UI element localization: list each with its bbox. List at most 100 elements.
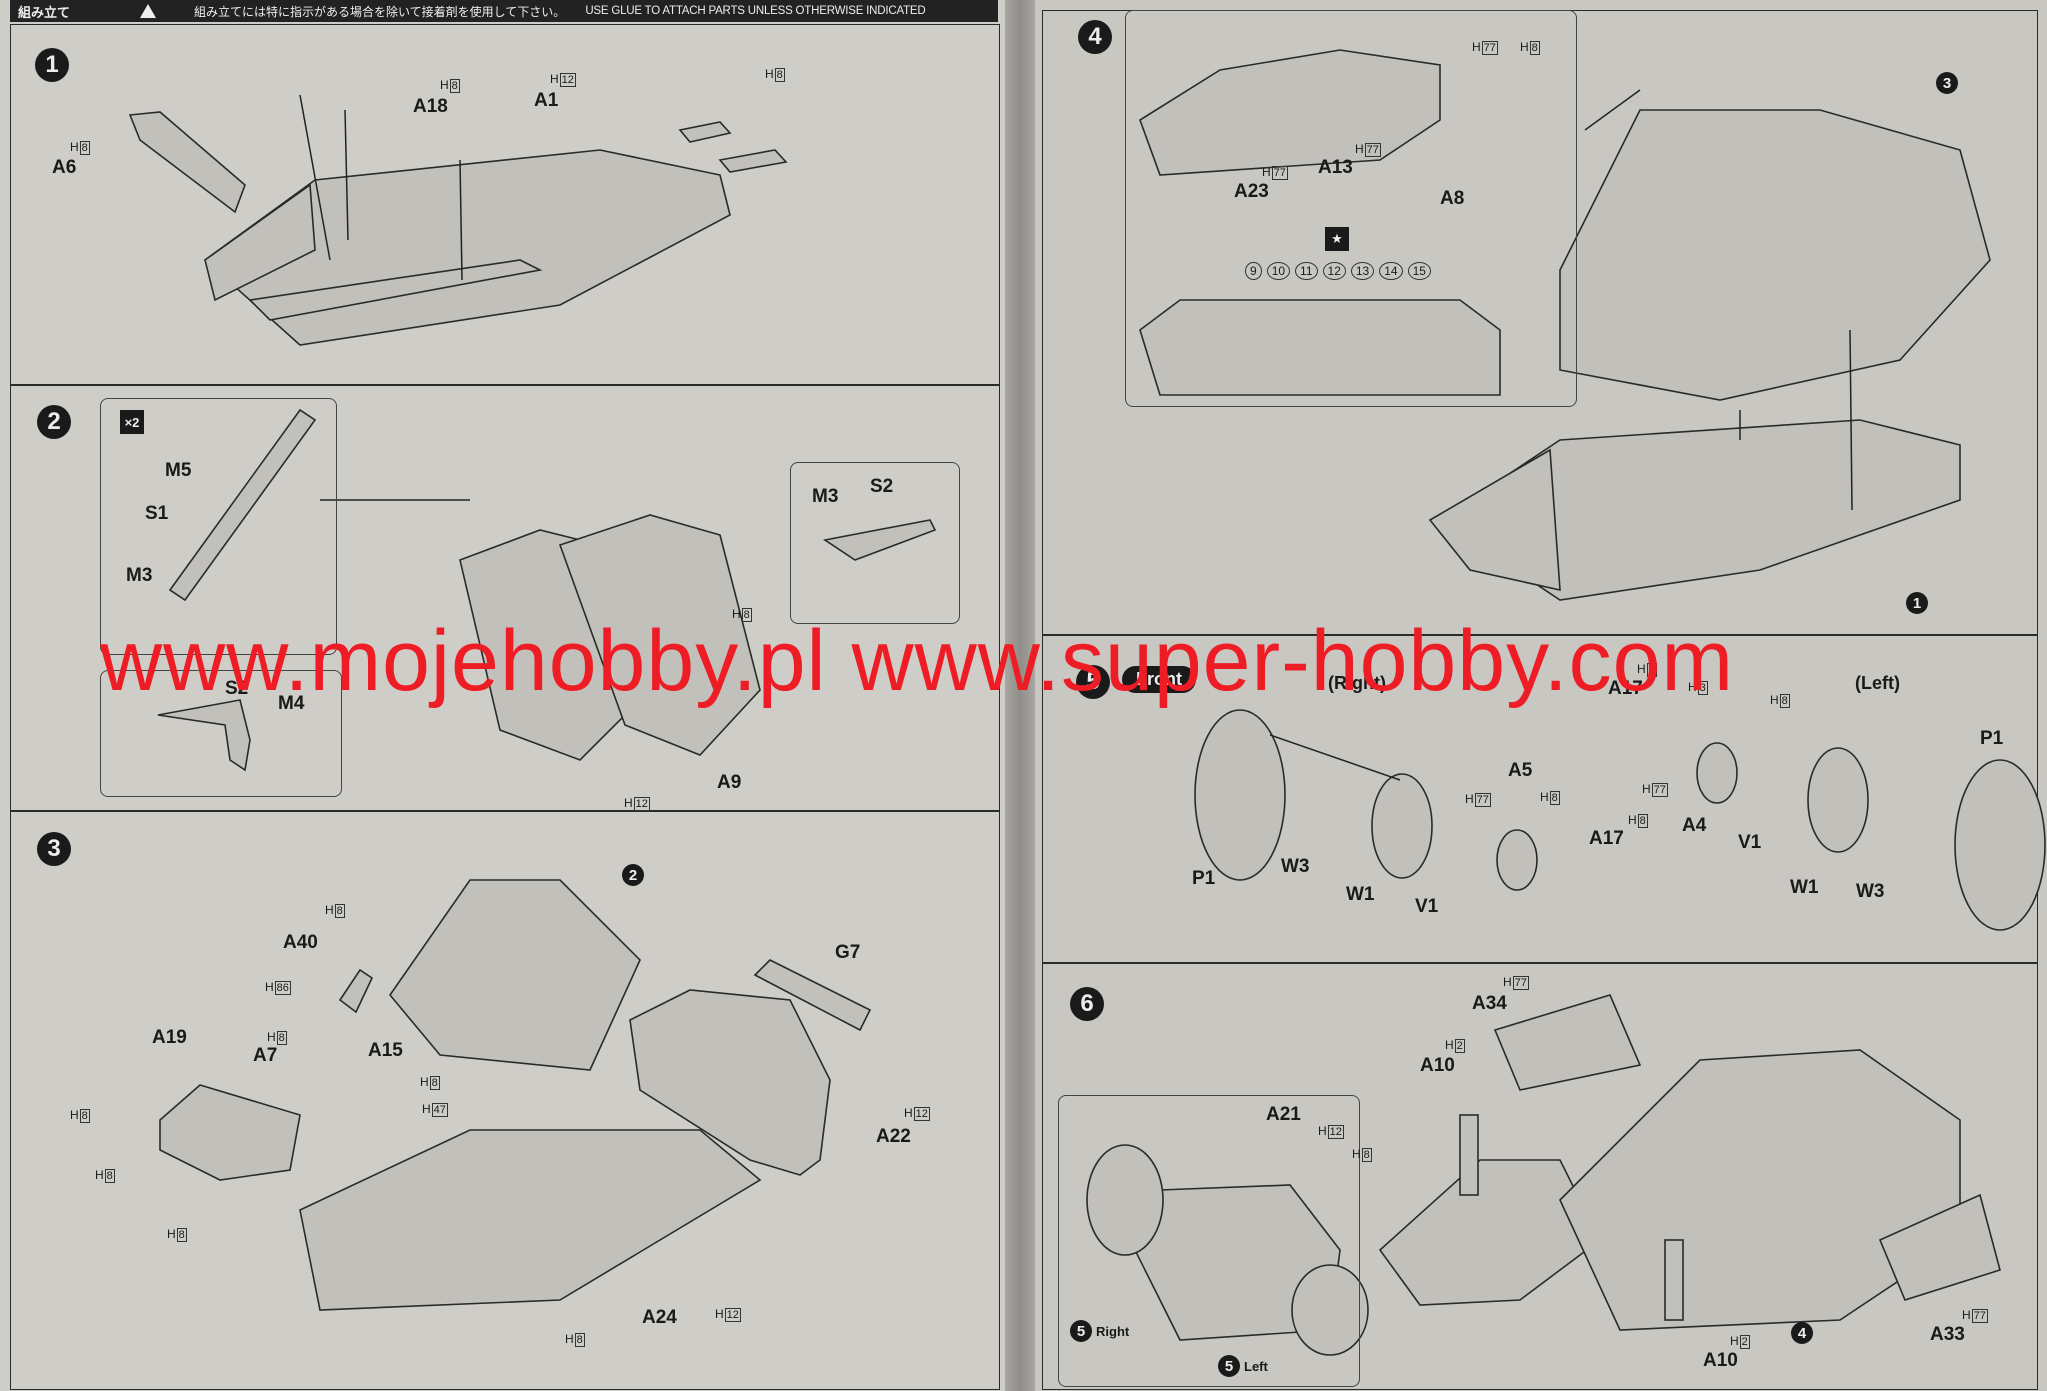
seat-frame bbox=[388, 879, 641, 1071]
label-w3-left: W3 bbox=[1281, 856, 1310, 877]
step-3-number: 3 bbox=[37, 832, 71, 866]
label-m5: M5 bbox=[165, 460, 192, 481]
label-a1: A1 bbox=[534, 90, 559, 111]
label-m3: M3 bbox=[126, 565, 153, 586]
step-6-number: 6 bbox=[1070, 987, 1104, 1021]
right-inset-label: Right bbox=[1096, 1324, 1130, 1339]
label-w3-right: W3 bbox=[1856, 881, 1885, 902]
side-sill bbox=[248, 259, 543, 321]
ref-step-5-right: 5 bbox=[1070, 1320, 1092, 1342]
wheel-inset-right bbox=[1086, 1144, 1164, 1256]
chassis-ref-1 bbox=[1438, 419, 1961, 601]
step-1-number: 1 bbox=[35, 48, 69, 82]
spring-a10-bottom bbox=[1664, 1239, 1684, 1321]
wheel-w1-right bbox=[1807, 747, 1869, 853]
wheel-inset-left bbox=[1291, 1264, 1369, 1356]
wheel-w1-left bbox=[1371, 773, 1433, 879]
label-a6: A6 bbox=[52, 157, 77, 178]
label-a18: A18 bbox=[413, 96, 448, 117]
step-1-panel bbox=[10, 24, 1000, 386]
decal-number: 14 bbox=[1379, 262, 1403, 280]
tire-p1-right bbox=[1954, 759, 2046, 931]
floor-a24 bbox=[299, 1129, 762, 1311]
label-s2-right: S2 bbox=[870, 476, 894, 497]
decal-number: 10 bbox=[1266, 262, 1291, 280]
front-suspension-box bbox=[1058, 1095, 1360, 1387]
left-label: (Left) bbox=[1855, 673, 1900, 693]
rear-body bbox=[1378, 1159, 1602, 1306]
ref-step-4: 4 bbox=[1791, 1322, 1813, 1344]
dashboard-detail-box bbox=[1125, 10, 1577, 407]
label-a22: A22 bbox=[876, 1126, 911, 1147]
decal-number: 9 bbox=[1245, 262, 1262, 280]
decal-number: 13 bbox=[1350, 262, 1375, 280]
ref-step-3: 3 bbox=[1936, 72, 1958, 94]
instruction-jp: 組み立てには特に指示がある場合を除いて接着剤を使用して下さい。 bbox=[194, 4, 566, 19]
label-a33: A33 bbox=[1930, 1324, 1965, 1345]
part-a34 bbox=[1493, 994, 1642, 1091]
pedal-tab-1 bbox=[678, 121, 732, 143]
interior-module bbox=[1559, 109, 1991, 401]
label-a13: A13 bbox=[1318, 157, 1353, 178]
firewall bbox=[204, 183, 316, 302]
label-g7: G7 bbox=[835, 942, 861, 963]
label-a10-bottom: A10 bbox=[1703, 1350, 1738, 1371]
part-a6 bbox=[128, 111, 246, 214]
part-g7 bbox=[753, 959, 872, 1032]
right-label: (Right) bbox=[1328, 673, 1386, 693]
label-p1-left: P1 bbox=[1192, 868, 1216, 889]
step-2-panel bbox=[10, 384, 1000, 812]
label-a19: A19 bbox=[152, 1027, 187, 1048]
belt-closeup bbox=[168, 408, 317, 602]
label-a21: A21 bbox=[1266, 1104, 1301, 1125]
s2-strap bbox=[157, 699, 251, 772]
step-2-number: 2 bbox=[37, 405, 71, 439]
front-label: Front bbox=[1122, 666, 1196, 693]
label-a5: A5 bbox=[1508, 760, 1533, 781]
decal-number: 11 bbox=[1295, 262, 1318, 280]
decal-star-icon: ★ bbox=[1325, 227, 1349, 251]
dash-decal-panel bbox=[1139, 299, 1501, 396]
nose-section bbox=[1428, 448, 1561, 592]
s2-detail-box bbox=[100, 670, 342, 797]
label-p1-right: P1 bbox=[1980, 728, 2004, 749]
ref-step-1: 1 bbox=[1906, 592, 1928, 614]
label-m3-right: M3 bbox=[812, 486, 839, 507]
part-a33 bbox=[1878, 1193, 2001, 1301]
step-4-number: 4 bbox=[1078, 20, 1112, 54]
tire-p1-left bbox=[1194, 709, 1286, 881]
label-a17-top: A17 bbox=[1608, 678, 1643, 699]
label-a23: A23 bbox=[1234, 181, 1269, 202]
step-6-panel bbox=[1042, 962, 2038, 1390]
label-a10-top: A10 bbox=[1420, 1055, 1455, 1076]
ref-step-2: 2 bbox=[622, 864, 644, 886]
warning-icon bbox=[140, 4, 156, 18]
label-a7: A7 bbox=[253, 1045, 278, 1066]
